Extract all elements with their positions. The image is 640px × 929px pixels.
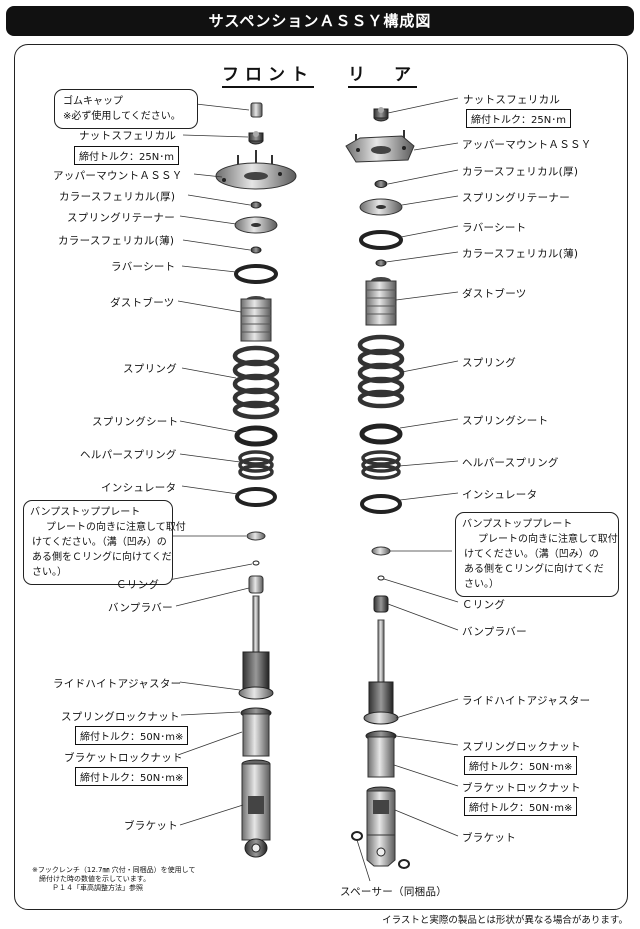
rear-spring-retainer [359, 198, 403, 216]
front-bump-rubber [248, 575, 264, 594]
rear-spring-label: スプリング [462, 357, 516, 369]
rear-upper-mount-label: アッパーマウントＡＳＳＹ [462, 139, 592, 151]
front-insulator [235, 487, 277, 507]
rear-rubber-seat-label: ラバーシート [462, 222, 527, 234]
front-spring [232, 345, 280, 420]
rear-spring-seat [359, 423, 403, 445]
rear-dust-boots-label: ダストブーツ [462, 288, 527, 300]
rear-c-ring-label: Ｃリング [462, 599, 506, 611]
rear-c-ring [377, 575, 385, 581]
front-rubber-cap [250, 102, 263, 118]
front-bump-plate-instruction-line: プレートの向きに注意して取付 [46, 522, 186, 533]
front-spring-lock-torque-box: 締付トルク：50N･m※ [75, 726, 189, 745]
front-dust-boots-label: ダストブーツ [110, 297, 175, 309]
rear-upper-mount [345, 130, 415, 163]
rear-helper-spring [361, 450, 401, 480]
front-nut-spherical [248, 131, 264, 145]
front-upper-mount-label: アッパーマウントＡＳＳＹ [53, 170, 183, 182]
front-bump-plate-note: バンプストッププレート プレートの向きに注意して取付 けてください。（溝（凹み）… [23, 500, 186, 585]
rear-bump-plate-note: バンプストッププレート プレートの向きに注意して取付 けてください。（溝（凹み）… [455, 512, 619, 597]
footnote-line: 締付けた時の数値を示しています。 [39, 875, 151, 883]
rear-bump-plate [371, 546, 391, 556]
rear-collar-thick-label: カラースフェリカル(厚) [462, 166, 579, 178]
front-bracket-lock-torque-box: 締付トルク：50N･m※ [75, 767, 189, 786]
front-spring-seat-label: スプリングシート [92, 416, 179, 428]
front-collar-thick-label: カラースフェリカル(厚) [59, 191, 176, 203]
rear-collar-thin [375, 259, 387, 267]
front-c-ring-label: Ｃリング [116, 579, 160, 591]
rear-bump-plate-instruction-line: さい。） [464, 579, 499, 590]
rear-nut-spherical-label: ナットスフェリカル [463, 94, 561, 106]
rear-bracket-lock-nut-label: ブラケットロックナット [462, 782, 581, 794]
rear-bump-rubber-label: バンプラバー [462, 626, 527, 638]
front-spring-retainer [234, 216, 278, 234]
front-nut-torque-box: 締付トルク：25N･m [74, 146, 179, 165]
front-ride-height-label: ライドハイトアジャスター [53, 678, 182, 690]
front-spring-retainer-label: スプリングリテーナー [67, 212, 175, 224]
front-rubber-cap-note: ゴムキャップ ※必ず使用してください。 [54, 89, 198, 129]
front-rubber-seat-label: ラバーシート [111, 261, 176, 273]
front-c-ring [252, 560, 260, 566]
front-helper-spring-label: ヘルパースプリング [80, 449, 177, 461]
rear-nut-spherical [373, 107, 389, 122]
rear-bump-plate-instruction-line: けてください。（溝（凹み）の [464, 549, 599, 560]
front-rubber-seat [234, 264, 278, 284]
rear-insulator [360, 494, 402, 514]
rear-collar-thick [374, 180, 388, 188]
front-collar-thick [250, 201, 262, 209]
front-dust-boots [240, 296, 272, 342]
rear-collar-thin-label: カラースフェリカル(薄) [462, 248, 579, 260]
rear-column-title: リ ア [348, 60, 417, 88]
rear-spring-retainer-label: スプリングリテーナー [462, 192, 570, 204]
front-bump-rubber-label: バンプラバー [108, 602, 173, 614]
front-spring-lock-nut-label: スプリングロックナット [61, 711, 180, 723]
front-bracket [241, 759, 271, 858]
rear-insulator-label: インシュレータ [462, 489, 538, 501]
rear-rubber-seat [359, 230, 403, 250]
front-helper-spring [238, 450, 274, 480]
rear-bump-plate-label: バンプストッププレート [462, 519, 573, 530]
front-collar-thin-label: カラースフェリカル(薄) [58, 235, 175, 247]
front-insulator-label: インシュレータ [101, 482, 177, 494]
front-bump-plate-instruction-line: ある側をＣリングに向けてくだ [32, 552, 172, 563]
footnote-line: Ｐ１４「車高調整方法」参照 [52, 884, 143, 892]
disclaimer-text: イラストと実際の製品とは形状が異なる場合があります。 [382, 915, 628, 926]
front-bump-plate-instruction-line: けてください。（溝（凹み）の [32, 537, 167, 548]
rear-bump-plate-instruction-line: ある側をＣリングに向けてくだ [464, 564, 604, 575]
front-bracket-label: ブラケット [124, 820, 178, 832]
rear-spring [357, 334, 405, 409]
front-column-title: フロント [222, 60, 314, 88]
rear-dust-boots [365, 277, 397, 326]
front-upper-mount [215, 150, 297, 190]
front-bracket-lock-nut-label: ブラケットロックナット [64, 752, 183, 764]
rear-ride-height-label: ライドハイトアジャスター [462, 695, 591, 707]
rear-spacer-label: スペーサー（同梱品） [340, 886, 448, 898]
footnote-line: ※フックレンチ（12.7㎜ 穴付・同梱品）を使用して [32, 866, 196, 874]
front-bump-plate-instruction-line: さい。） [32, 567, 67, 578]
diagram-frame [14, 44, 628, 910]
rear-bracket [366, 786, 396, 867]
front-spring-label: スプリング [123, 363, 177, 375]
rear-nut-torque-box: 締付トルク：25N･m [466, 109, 571, 128]
diagram-title: サスペンションＡＳＳＹ構成図 [6, 6, 634, 36]
front-nut-spherical-label: ナットスフェリカル [79, 130, 177, 142]
torque-footnote: ※フックレンチ（12.7㎜ 穴付・同梱品）を使用して 締付けた時の数値を示してい… [32, 866, 195, 893]
rear-spring-lock-torque-box: 締付トルク：50N･m※ [464, 756, 578, 775]
rear-helper-spring-label: ヘルパースプリング [462, 457, 559, 469]
front-collar-thin [250, 246, 262, 254]
rear-spring-seat-label: スプリングシート [462, 415, 549, 427]
front-damper [238, 595, 274, 757]
rear-damper [363, 619, 399, 778]
front-rubber-cap-label: ゴムキャップ [63, 96, 123, 107]
front-rubber-cap-warning: ※必ず使用してください。 [63, 111, 181, 122]
rear-bracket-label: ブラケット [462, 832, 516, 844]
rear-bump-rubber [373, 595, 389, 613]
front-spring-seat [234, 425, 278, 447]
rear-bracket-lock-torque-box: 締付トルク：50N･m※ [464, 797, 578, 816]
rear-bump-plate-instruction-line: プレートの向きに注意して取付 [478, 534, 618, 545]
rear-spring-lock-nut-label: スプリングロックナット [462, 741, 581, 753]
front-bump-plate-label: バンプストッププレート [30, 507, 141, 518]
front-bump-plate [246, 531, 266, 541]
